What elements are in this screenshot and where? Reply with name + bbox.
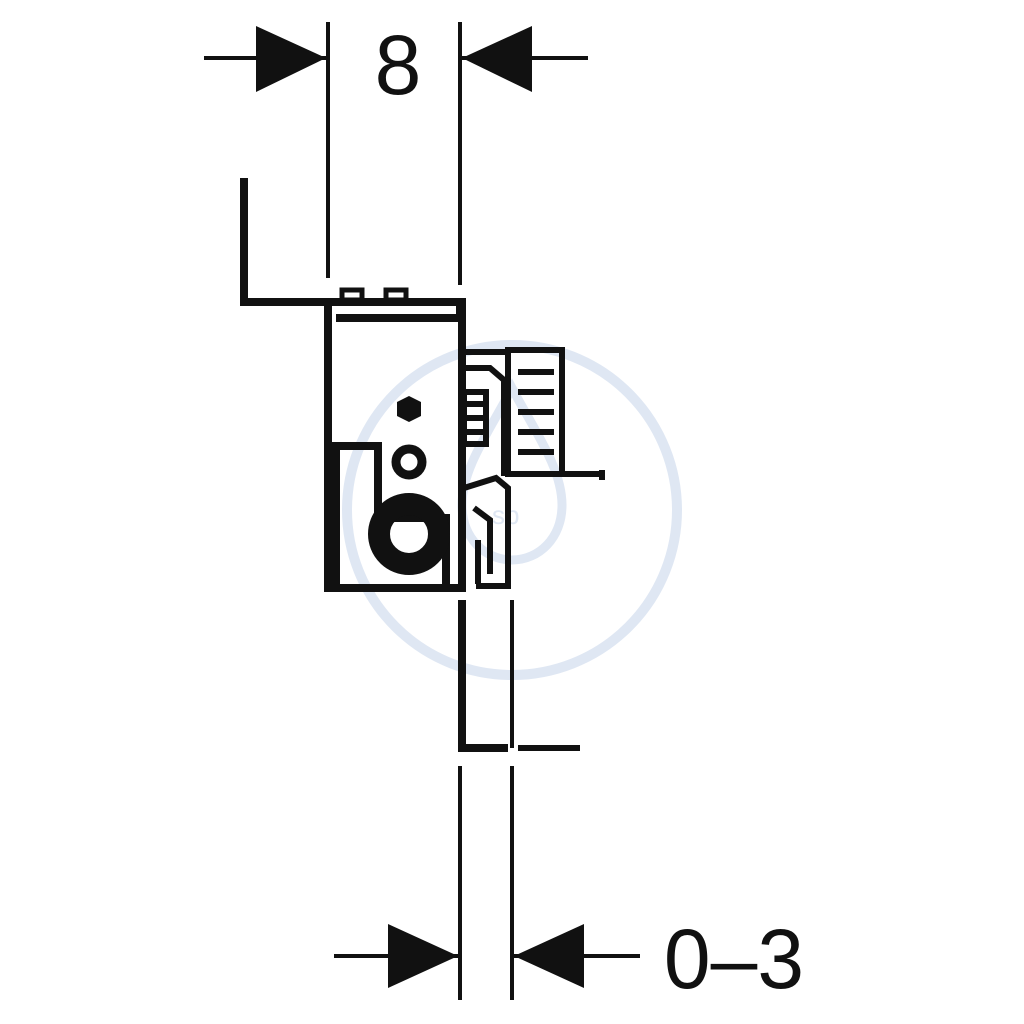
top-dimension [204, 22, 588, 285]
arrowhead-bottom-right [514, 924, 584, 988]
upper-flange [240, 178, 330, 306]
adjuster-screw [461, 389, 489, 447]
adjuster-arm [462, 365, 507, 476]
fixing-holes [368, 396, 450, 575]
top-tab-right [383, 287, 409, 303]
bottom-dimension [334, 600, 640, 1000]
top-tab-left [339, 287, 365, 303]
arrowhead-top-left [256, 26, 326, 92]
arrowhead-top-right [462, 26, 532, 92]
top-tabs [339, 287, 409, 303]
small-hole-icon [391, 444, 427, 480]
hex-nut-icon [397, 396, 421, 422]
dimension-label-bottom: 0–3 [664, 912, 804, 1006]
arrowhead-bottom-left [388, 924, 458, 988]
adjuster-mechanism [461, 347, 605, 589]
lower-clip [463, 474, 511, 589]
large-hole-icon [368, 493, 450, 575]
dimension-label-top: 8 [375, 18, 422, 112]
lower-clip-inner [472, 505, 493, 574]
lower-flange [458, 600, 508, 752]
